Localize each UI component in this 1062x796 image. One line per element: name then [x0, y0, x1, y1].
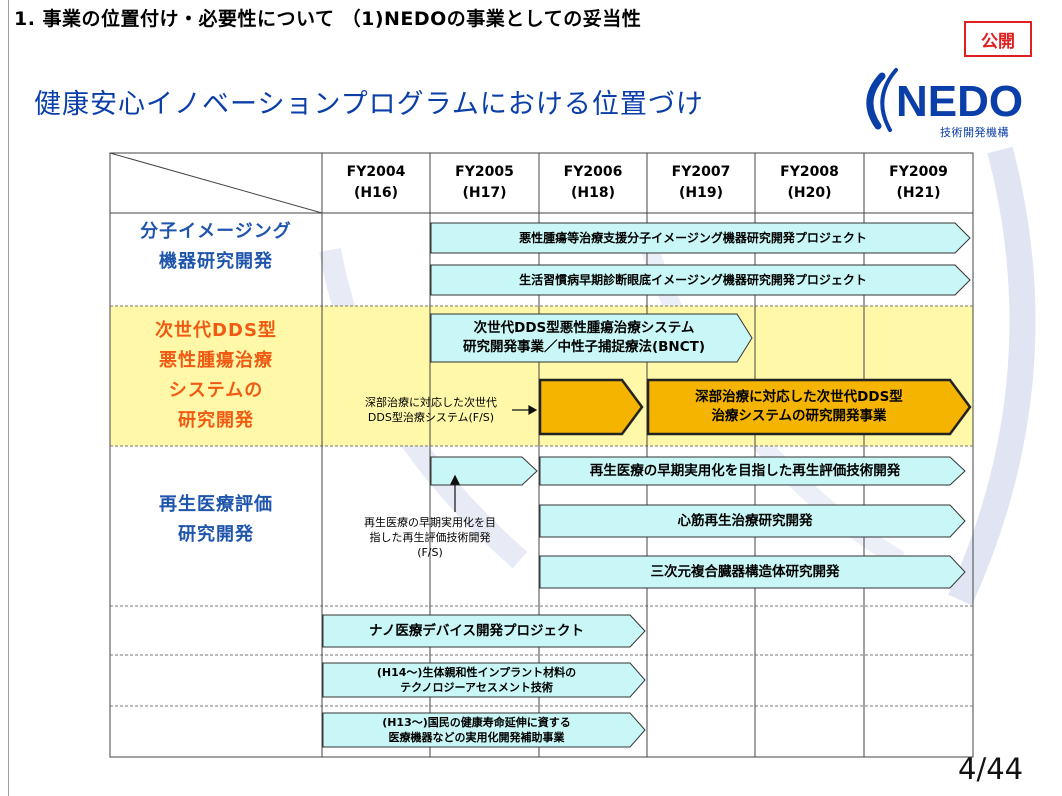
project-3d-organ: 三次元複合臓器構造体研究開発	[650, 563, 840, 580]
category-imaging: 分子イメージング機器研究開発	[140, 221, 292, 272]
project-dds-deep: 深部治療に対応した次世代DDS型治療システムの研究開発事業	[695, 389, 903, 424]
bar-dds-deep	[646, 378, 972, 436]
project-health-lifespan: (H13～)国民の健康寿命延伸に資する医療機器などの実用化開発補助事業	[382, 716, 571, 744]
year-header-fy2007: FY2007(H19)	[671, 164, 731, 201]
project-myocardial: 心筋再生治療研究開発	[677, 512, 813, 529]
project-nano-device: ナノ医療デバイス開発プロジェクト	[369, 622, 584, 639]
year-header-fy2006: FY2006(H18)	[563, 164, 623, 201]
note-regen-fs: 再生医療の早期実用化を目指した再生評価技術開発(F/S)	[364, 516, 496, 559]
year-header-fy2005: FY2005(H17)	[455, 164, 514, 201]
section-title: 1. 事業の位置付け・必要性について （1)NEDOの事業としての妥当性	[14, 8, 642, 30]
bar-regen-2	[539, 504, 966, 538]
bar-regen-fs	[430, 456, 538, 486]
project-implant: (H14～)生体親和性インプラント材料のテクノロジーアセスメント技術	[376, 666, 577, 694]
page-number: 4/44	[958, 752, 1024, 786]
bar-nano	[322, 614, 646, 648]
year-header-fy2004: FY2004(H16)	[346, 164, 406, 201]
bar-health	[322, 712, 646, 748]
bar-dds-fy2006	[538, 378, 644, 436]
bar-regen-3	[539, 555, 966, 589]
page-subtitle: 健康安心イノベーションプログラムにおける位置づけ	[34, 89, 704, 120]
bar-imaging-1	[430, 222, 971, 254]
nedo-logo-text: NEDO	[896, 77, 1023, 126]
project-imaging-tumor: 悪性腫瘍等治療支援分子イメージング機器研究開発プロジェクト	[519, 230, 867, 245]
public-badge: 公開	[964, 21, 1032, 57]
nedo-logo-subtext: 技術開発機構	[940, 126, 1009, 139]
category-dds: 次世代DDS型悪性腫瘍治療 システムの研究開発	[155, 320, 277, 431]
project-bnct: 次世代DDS型悪性腫瘍治療システム研究開発事業／中性子捕捉療法(BNCT)	[462, 320, 706, 355]
bar-bnct	[430, 313, 753, 363]
year-header-fy2008: FY2008(H20)	[780, 164, 839, 201]
bar-regen-1	[539, 456, 966, 486]
nedo-logo: NEDO	[866, 68, 1023, 132]
project-regen-eval: 再生医療の早期実用化を目指した再生評価技術開発	[589, 462, 901, 479]
left-border	[8, 0, 9, 796]
category-regen: 再生医療評価研究開発	[159, 494, 273, 545]
bar-imaging-2	[430, 264, 971, 296]
year-header-fy2009: FY2009(H21)	[889, 164, 948, 201]
bar-implant	[322, 662, 646, 698]
project-imaging-fundus: 生活習慣病早期診断眼底イメージング機器研究開発プロジェクト	[519, 272, 867, 287]
